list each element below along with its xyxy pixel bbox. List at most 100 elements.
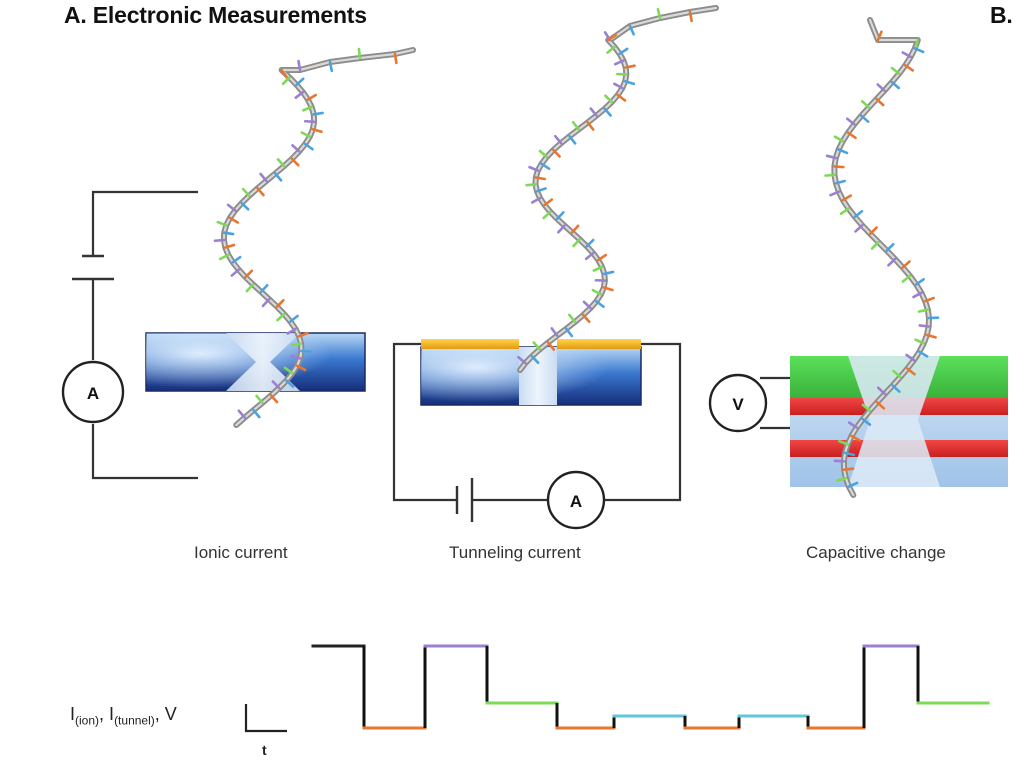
dna-base bbox=[841, 194, 853, 202]
dna-strand-3 bbox=[824, 17, 940, 498]
dna-base bbox=[553, 134, 563, 145]
dna-base bbox=[568, 313, 577, 324]
dna-base bbox=[286, 327, 297, 335]
dna-base bbox=[890, 80, 901, 90]
dna-base bbox=[914, 38, 920, 51]
dna-base bbox=[870, 240, 880, 250]
dna-strand-1 bbox=[213, 47, 416, 428]
voltmeter-icon: V bbox=[708, 373, 768, 433]
dna-base bbox=[295, 77, 305, 87]
dna-base bbox=[876, 83, 886, 92]
dna-base bbox=[595, 299, 605, 309]
dna-base bbox=[833, 135, 845, 143]
dna-base bbox=[534, 176, 546, 181]
battery-icon bbox=[72, 254, 114, 281]
dna-base bbox=[303, 142, 314, 151]
dna-base bbox=[237, 409, 247, 419]
ionic-current-setup: A bbox=[61, 47, 416, 480]
dna-base bbox=[303, 119, 316, 124]
dna-base bbox=[656, 7, 662, 20]
dna-base bbox=[876, 386, 887, 396]
dna-base bbox=[312, 111, 324, 116]
y-sub-1: (ion) bbox=[75, 713, 100, 728]
dna-base bbox=[535, 187, 547, 193]
dna-base bbox=[846, 131, 857, 140]
tunneling-circuit-wire bbox=[392, 342, 682, 502]
dna-base bbox=[912, 291, 923, 299]
dna-base bbox=[917, 308, 930, 313]
dna-base bbox=[861, 417, 872, 427]
dna-base bbox=[259, 283, 269, 294]
dna-base bbox=[604, 94, 614, 104]
dna-base bbox=[606, 45, 616, 54]
y-label-main-2: I bbox=[109, 704, 115, 724]
dna-base bbox=[290, 157, 300, 167]
dna-base bbox=[218, 253, 230, 261]
dna-base bbox=[918, 324, 930, 328]
dna-base bbox=[833, 459, 846, 463]
dna-base bbox=[850, 434, 861, 442]
gold-electrode-right bbox=[557, 339, 641, 349]
dna-base bbox=[216, 220, 228, 227]
dna-base bbox=[876, 30, 883, 42]
dna-base bbox=[688, 10, 693, 23]
dna-base bbox=[280, 68, 289, 79]
dna-base bbox=[540, 162, 551, 171]
dna-base bbox=[584, 251, 595, 261]
dna-base bbox=[546, 341, 556, 351]
dna-base bbox=[261, 297, 271, 308]
dna-base bbox=[525, 183, 537, 187]
dna-base bbox=[835, 476, 848, 482]
tunneling-current-setup: A bbox=[392, 5, 719, 530]
dna-base bbox=[613, 59, 625, 66]
dna-base bbox=[570, 224, 580, 234]
dna-base bbox=[530, 354, 540, 365]
dna-base bbox=[240, 201, 250, 211]
dna-base bbox=[276, 312, 286, 322]
dna-base bbox=[868, 226, 878, 236]
dna-base bbox=[255, 394, 264, 405]
dna-base bbox=[887, 257, 897, 267]
dna-base bbox=[291, 144, 301, 153]
dna-base bbox=[628, 24, 635, 36]
dna-base bbox=[901, 260, 911, 269]
dna-base bbox=[596, 253, 608, 262]
dna-base bbox=[843, 451, 856, 457]
dna-base bbox=[589, 107, 598, 117]
ionic-current-caption: Ionic current bbox=[194, 543, 288, 562]
panel-b-title: B. bbox=[990, 2, 1013, 28]
dna-base bbox=[557, 224, 566, 234]
dna-base bbox=[311, 127, 323, 134]
dna-base bbox=[923, 296, 935, 303]
dna-base bbox=[847, 421, 858, 429]
dna-base bbox=[228, 216, 239, 224]
dna-base bbox=[269, 394, 279, 404]
dna-base bbox=[591, 288, 603, 296]
dna-base bbox=[222, 231, 235, 236]
dna-base bbox=[860, 114, 870, 123]
dna-base bbox=[925, 333, 937, 339]
voltmeter-label: V bbox=[732, 395, 744, 414]
dna-base bbox=[914, 338, 926, 345]
y-sub-2: (tunnel) bbox=[114, 713, 155, 728]
dna-base bbox=[890, 66, 901, 75]
dna-base bbox=[842, 467, 855, 472]
dna-base bbox=[602, 286, 614, 292]
dna-base bbox=[301, 105, 313, 112]
dna-base bbox=[528, 165, 540, 172]
dna-base bbox=[582, 300, 592, 310]
tunneling-nanopore bbox=[519, 347, 557, 405]
dna-base bbox=[290, 354, 302, 360]
dna-base bbox=[618, 47, 629, 56]
dna-backbone-highlight bbox=[222, 48, 415, 427]
dna-base bbox=[586, 121, 595, 131]
dna-base bbox=[543, 198, 554, 207]
ionic-circuit-wire bbox=[91, 190, 198, 480]
dna-base bbox=[592, 265, 604, 272]
dna-base bbox=[603, 107, 612, 117]
dna-strand-2 bbox=[517, 5, 719, 373]
dna-base bbox=[606, 33, 618, 42]
dna-base bbox=[906, 367, 916, 376]
dna-base bbox=[271, 380, 281, 390]
dna-base bbox=[616, 93, 627, 102]
